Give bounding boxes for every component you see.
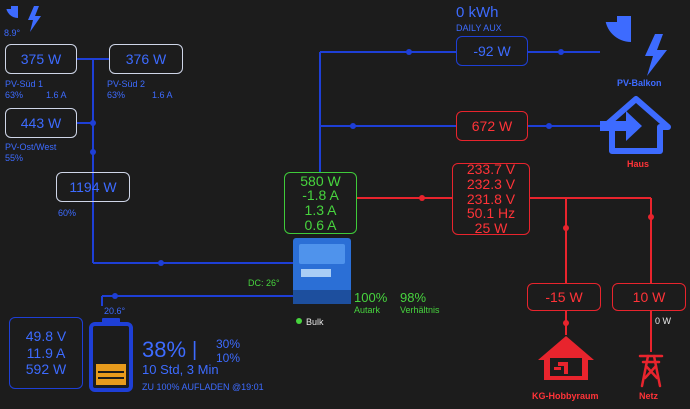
ratio-label: Verhältnis [400, 305, 440, 315]
pv-sued1-power: 375 W [20, 51, 62, 67]
pv-sued2-power: 376 W [125, 51, 167, 67]
battery-temp: 20.6° [104, 306, 126, 316]
pv-sued2-pct: 63% [107, 90, 126, 100]
battery-separator: | [192, 339, 198, 361]
pv-sued2-current: 1.6 A [152, 90, 173, 100]
inverter-current-2: 1.3 A [304, 202, 337, 218]
pv-ostwest-box[interactable]: 443 W [5, 108, 77, 138]
ratio-value: 98% [400, 290, 427, 305]
netz-box[interactable]: 10 W [612, 283, 686, 311]
status-dot [296, 318, 302, 324]
aux-label: DAILY AUX [456, 23, 502, 33]
battery-voltage: 49.8 V [25, 327, 67, 344]
pv-balkon-icon [605, 16, 667, 76]
pv-ostwest-power: 443 W [20, 115, 62, 131]
battery-current: 11.9 A [26, 344, 66, 361]
inverter-current-3: 0.6 A [304, 216, 337, 233]
battery-charge-note: ZU 100% AUFLADEN @19:01 [142, 382, 264, 392]
inverter-state: Bulk [306, 317, 324, 327]
weather-temp: 8.9° [4, 28, 21, 38]
power-pylon-icon [638, 354, 664, 388]
pv-sued1-label: PV-Süd 1 [5, 79, 44, 89]
grid-voltage-1: 233.7 V [466, 161, 516, 178]
multiplus-device-image [293, 238, 351, 304]
pv-total-power: 1194 W [69, 179, 117, 195]
pv-ostwest-pct: 55% [5, 153, 24, 163]
haus-box[interactable]: 672 W [456, 111, 528, 141]
pv-sued2-box[interactable]: 376 W [109, 44, 183, 74]
netz-power: 10 W [632, 289, 666, 305]
autark-value: 100% [354, 290, 388, 305]
grid-voltage-2: 232.3 V [466, 175, 516, 192]
battery-time-remaining: 10 Std, 3 Min [142, 362, 219, 377]
battery-stats-box[interactable]: 49.8 V 11.9 A 592 W [9, 317, 83, 389]
pv-sued1-current: 1.6 A [46, 90, 67, 100]
grid-power: 25 W [474, 220, 508, 237]
battery-soc: 38% [142, 337, 187, 362]
grid-voltage-3: 231.8 V [466, 190, 516, 207]
pv-sued1-box[interactable]: 375 W [5, 44, 77, 74]
pv-sued1-pct: 63% [5, 90, 24, 100]
aux-box[interactable]: -92 W [456, 36, 528, 66]
kg-power: -15 W [545, 289, 583, 305]
dc-temp: DC: 26° [248, 278, 280, 288]
netz-label: Netz [639, 391, 659, 401]
inverter-box[interactable]: 580 W -1.8 A 1.3 A 0.6 A [284, 172, 357, 234]
aux-power: -92 W [473, 43, 511, 59]
battery-min-soc: 30% [216, 337, 241, 351]
pv-sued2-label: PV-Süd 2 [107, 79, 146, 89]
battery-fill [96, 364, 126, 385]
house-icon [600, 96, 671, 154]
battery-power: 592 W [25, 361, 67, 378]
weather-icon [6, 6, 41, 32]
grid-bus-box[interactable]: 233.7 V 232.3 V 231.8 V 50.1 Hz 25 W [452, 161, 530, 237]
haus-label: Haus [627, 159, 650, 169]
netz-sub-power: 0 W [655, 316, 672, 326]
battery-max-soc: 10% [216, 351, 241, 365]
pv-balkon-label: PV-Balkon [617, 78, 662, 88]
autark-label: Autark [354, 305, 381, 315]
haus-power: 672 W [471, 118, 513, 134]
pv-ostwest-label: PV-Ost/West [5, 142, 57, 152]
kg-label: KG-Hobbyraum [532, 391, 599, 401]
pv-total-box[interactable]: 1194 W [56, 172, 130, 202]
inverter-current-1: -1.8 A [302, 187, 339, 204]
basement-house-icon [538, 336, 594, 380]
aux-energy: 0 kWh [456, 4, 499, 21]
pv-total-pct: 60% [58, 208, 77, 218]
inverter-power: 580 W [300, 172, 341, 189]
grid-frequency: 50.1 Hz [466, 205, 516, 222]
kg-box[interactable]: -15 W [527, 283, 601, 311]
battery-icon [89, 318, 133, 392]
